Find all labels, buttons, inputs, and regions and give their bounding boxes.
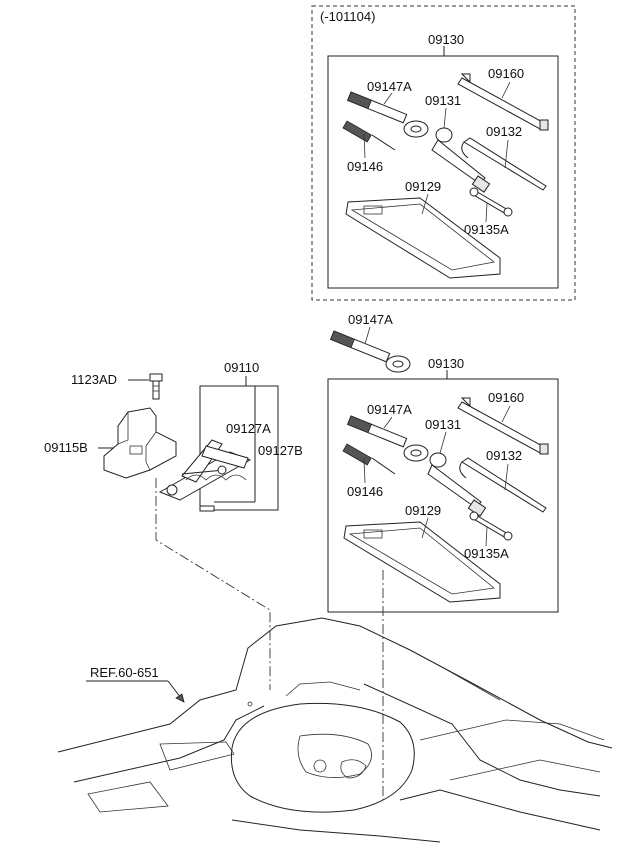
upper-spanner-drawing [469,187,513,217]
lower-kit-label: 09130 [428,356,464,371]
lower-spanner-leader [485,526,488,547]
upper-screwdriver-leader [363,133,366,159]
jack-part-b-label: 09127B [258,443,303,458]
lower-tool-bag-label: 09129 [405,503,441,518]
bracket-centerline [155,478,271,690]
lower-wrench-leader [439,431,447,454]
lower-pouch-item-label: 09147A [367,402,412,417]
bracket-label: 09115B [44,440,88,455]
upper-tool-bag-label: 09129 [405,179,441,194]
bolt-drawing [149,373,163,400]
upper-spanner-label: 09135A [464,222,509,237]
lower-screwdriver-leader [363,457,366,484]
loose-part-label: 09147A [348,312,393,327]
bolt-label: 1123AD [71,372,117,387]
upper-tool-bag-leader [421,193,429,215]
floor-panel-drawing [57,617,613,843]
upper-bar-leader [501,81,511,99]
upper-handle-label: 09132 [486,124,522,139]
reference-label: REF.60-651 [90,665,159,680]
lower-handle-label: 09132 [486,448,522,463]
bracket-drawing [103,407,177,479]
upper-handle-leader [504,139,509,169]
upper-bar-drawing [457,73,549,131]
variant-region [311,5,576,301]
upper-screwdriver-drawing [342,120,396,151]
upper-wrench-drawing [431,127,491,193]
lower-handle-leader [504,463,509,491]
lower-bar-leader [501,405,511,423]
lower-kit-box [327,378,559,613]
lower-pouch-item-drawing [346,415,429,462]
upper-handle-drawing [461,137,547,191]
lower-screwdriver-drawing [342,443,396,475]
lower-screwdriver-label: 09146 [347,484,383,499]
upper-screwdriver-label: 09146 [347,159,383,174]
lower-spanner-drawing [469,511,513,541]
upper-pouch-item-leader [383,92,393,105]
loose-part-leader [364,326,371,345]
lower-handle-drawing [459,457,547,513]
loose-part-drawing [329,330,411,373]
lower-wrench-drawing [427,452,487,517]
lower-bar-drawing [457,397,549,455]
upper-tool-bag-drawing [345,197,501,279]
lower-wrench-label: 09131 [425,417,461,432]
jack-assembly-bracket [199,385,279,511]
reference-arrowhead [175,693,185,703]
jack-drawing [158,439,252,512]
upper-kit-box [327,55,559,289]
upper-wrench-label: 09131 [425,93,461,108]
lower-bar-label: 09160 [488,390,524,405]
jack-assembly-label: 09110 [224,360,259,375]
jack-part-a-label: 09127A [226,421,271,436]
upper-bar-label: 09160 [488,66,524,81]
lower-tool-bag-drawing [343,521,501,603]
upper-kit-label: 09130 [428,32,464,47]
lower-pouch-item-leader [383,416,393,429]
upper-spanner-leader [485,202,488,223]
variant-label: (-101104) [320,9,375,24]
lower-spanner-label: 09135A [464,546,509,561]
upper-pouch-item-drawing [346,91,429,138]
upper-pouch-item-label: 09147A [367,79,412,94]
upper-wrench-leader [443,107,447,129]
lower-tool-bag-leader [421,517,429,539]
